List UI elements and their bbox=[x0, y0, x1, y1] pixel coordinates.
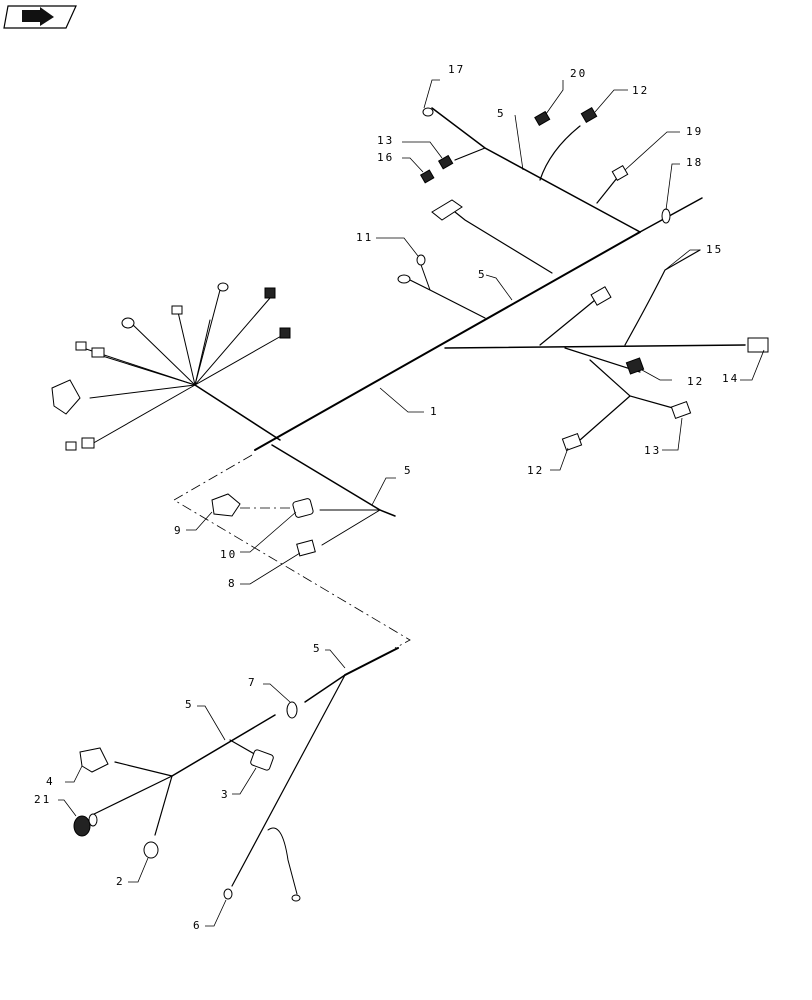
callout-16: 16 bbox=[377, 151, 394, 164]
callout-labels: 17 20 12 5 13 16 19 18 11 5 15 14 12 13 … bbox=[34, 63, 739, 932]
sensor-connectors-9-10-8 bbox=[211, 493, 316, 557]
continuation-line bbox=[173, 454, 411, 649]
callout-8: 8 bbox=[228, 577, 237, 590]
callout-18: 18 bbox=[686, 156, 703, 169]
upper-connectors bbox=[51, 106, 769, 452]
callout-5: 5 bbox=[478, 268, 487, 281]
callout-13: 13 bbox=[644, 444, 661, 457]
callout-14: 14 bbox=[722, 372, 739, 385]
callout-5: 5 bbox=[404, 464, 413, 477]
callout-13: 13 bbox=[377, 134, 394, 147]
callout-7: 7 bbox=[248, 676, 257, 689]
callout-19: 19 bbox=[686, 125, 703, 138]
lower-harness bbox=[73, 647, 399, 902]
callout-11: 11 bbox=[356, 231, 373, 244]
callout-4: 4 bbox=[46, 775, 55, 788]
callout-2: 2 bbox=[116, 875, 125, 888]
callout-5: 5 bbox=[313, 642, 322, 655]
callout-9: 9 bbox=[174, 524, 183, 537]
callout-3: 3 bbox=[221, 788, 230, 801]
callout-15: 15 bbox=[706, 243, 723, 256]
upper-harness bbox=[79, 107, 746, 546]
callout-leaders bbox=[58, 79, 765, 927]
callout-12: 12 bbox=[687, 375, 704, 388]
callout-1: 1 bbox=[430, 405, 439, 418]
callout-17: 17 bbox=[448, 63, 465, 76]
callout-5: 5 bbox=[185, 698, 194, 711]
callout-6: 6 bbox=[193, 919, 202, 932]
callout-5: 5 bbox=[497, 107, 506, 120]
page-navigation-arrow-icon[interactable] bbox=[3, 5, 77, 29]
callout-21: 21 bbox=[34, 793, 51, 806]
callout-10: 10 bbox=[220, 548, 237, 561]
callout-12: 12 bbox=[527, 464, 544, 477]
callout-20: 20 bbox=[570, 67, 587, 80]
callout-12: 12 bbox=[632, 84, 649, 97]
